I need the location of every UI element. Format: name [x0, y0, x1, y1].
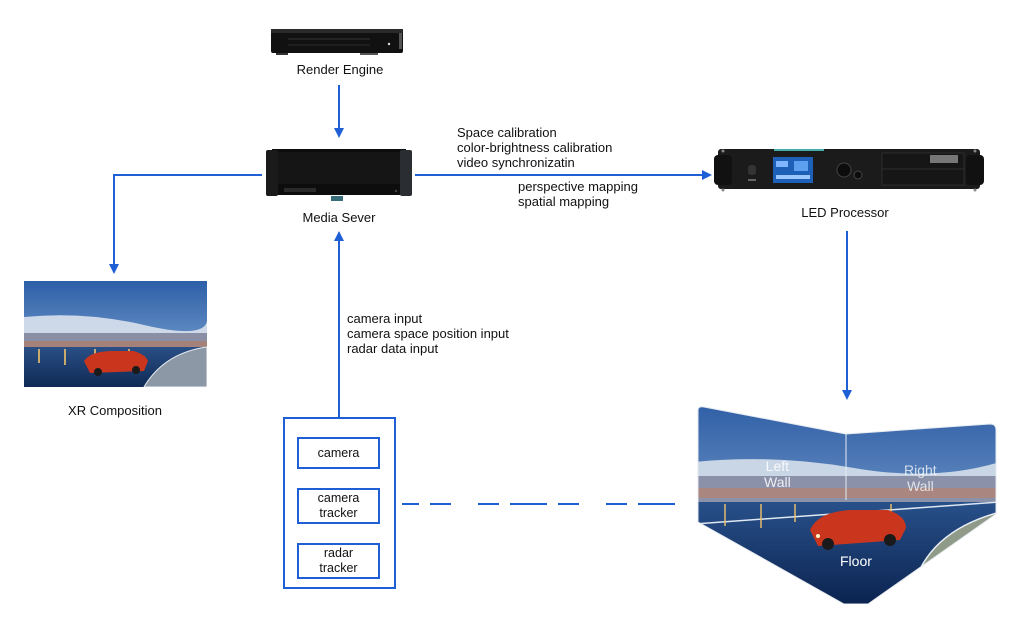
edge-label-tracking-inputs: camera input camera space position input… — [347, 311, 509, 356]
led-volume-scene-image — [697, 406, 997, 605]
camera-box[interactable]: camera — [297, 437, 380, 469]
led-processor-node[interactable] — [714, 143, 984, 197]
floor-label: Floor — [840, 553, 872, 569]
render-engine-node[interactable] — [270, 27, 404, 57]
edge-label-line: Space calibration — [457, 125, 557, 140]
xr-composition-node[interactable] — [24, 281, 207, 387]
camera-label: camera — [317, 445, 360, 460]
edge-label-line: video synchronizatin — [457, 155, 575, 170]
edge-media-to-xr — [109, 174, 262, 274]
xr-scene-image — [24, 281, 207, 387]
edge-label-line: perspective mapping — [518, 179, 638, 194]
server-chassis-icon — [271, 29, 403, 55]
xr-composition-label: XR Composition — [68, 403, 162, 418]
edge-label-line: color-brightness calibration — [457, 140, 613, 155]
edge-label-line: spatial mapping — [518, 194, 610, 209]
edge-label-line: camera space position input — [347, 326, 509, 341]
render-engine-label: Render Engine — [296, 62, 384, 77]
led-processor-icon — [714, 149, 984, 192]
edge-label-calibration: Space calibration color-brightness calib… — [457, 125, 612, 170]
led-processor-label: LED Processor — [801, 205, 889, 220]
media-server-chassis-icon — [266, 149, 412, 201]
media-server-label: Media Sever — [302, 210, 376, 225]
edge-label-mapping: perspective mapping spatial mapping — [518, 179, 638, 209]
edge-label-line: camera input — [347, 311, 423, 326]
edge-label-line: radar data input — [347, 341, 439, 356]
media-server-node[interactable] — [266, 146, 412, 202]
